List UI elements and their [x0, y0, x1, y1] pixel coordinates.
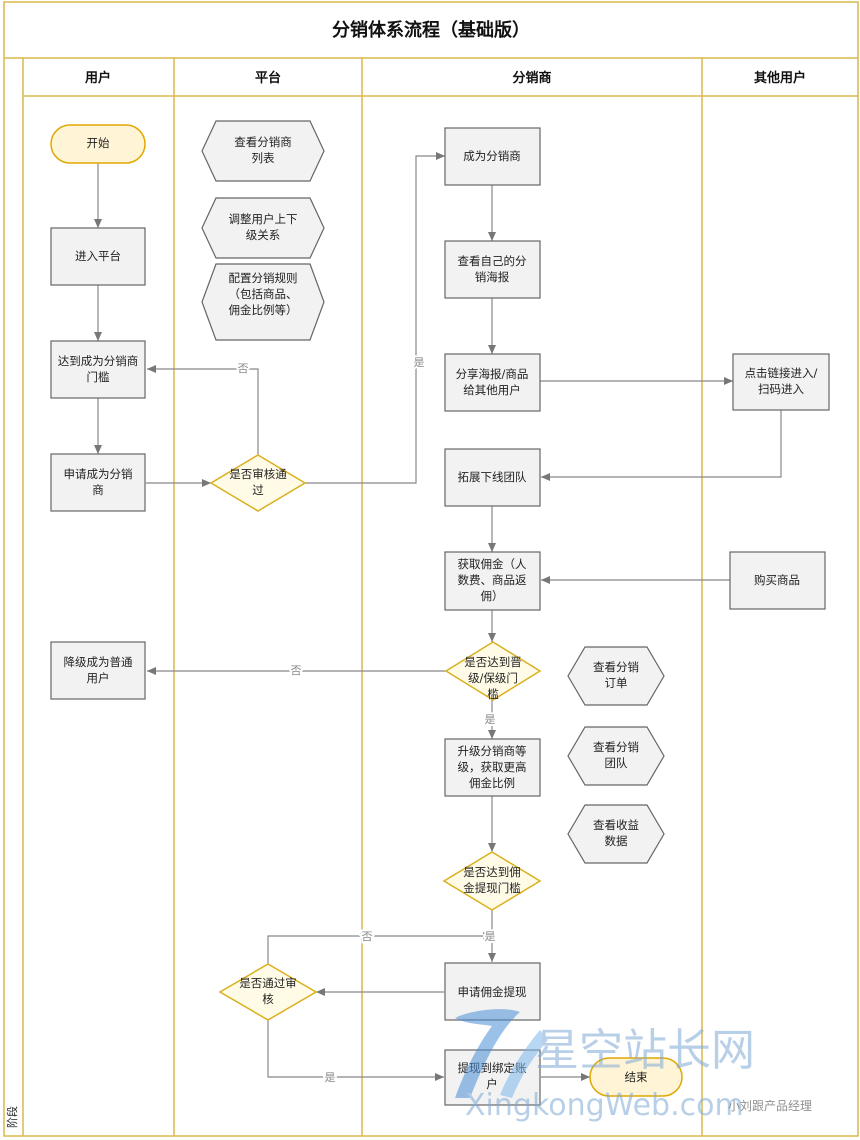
node-apply — [50, 453, 146, 512]
node-review — [209, 454, 307, 512]
node-promotion-check-label: 是否达到晋级/保级门槛 — [464, 655, 522, 701]
watermark-logo-icon — [455, 1009, 548, 1098]
node-withdraw-review-label: 是否通过审核 — [239, 976, 297, 1006]
node-view-orders — [567, 646, 665, 706]
node-view-list-label: 查看分销商列表 — [234, 135, 292, 165]
node-get-commission — [444, 551, 541, 611]
edge-review-no — [147, 365, 259, 455]
lane-header-distributor: 分销商 — [512, 70, 551, 86]
node-review-label: 是否审核通过 — [229, 467, 287, 497]
node-config-rules — [201, 263, 325, 341]
watermark-cn: 星空站长网 — [535, 1025, 755, 1076]
node-withdraw-check-label: 是否达到佣金提现门槛 — [463, 865, 521, 895]
edge-withdrawreview-no — [267, 932, 492, 964]
node-apply-label: 申请成为分销商 — [64, 467, 133, 497]
node-withdraw-review — [218, 963, 318, 1021]
node-promotion-check — [444, 641, 542, 701]
node-click-link-label: 点击链接进入/扫码进入 — [745, 366, 818, 396]
edge-review-yes — [305, 152, 445, 484]
node-view-poster — [444, 240, 541, 299]
node-upgrade — [444, 738, 541, 797]
node-adjust-relation-label: 调整用户上下级关系 — [229, 212, 298, 242]
node-click-link — [732, 353, 830, 411]
node-view-team — [567, 726, 665, 786]
diagram-frame — [3, 1, 859, 1137]
node-view-income-label: 查看收益数据 — [593, 818, 639, 848]
node-buy — [729, 551, 826, 610]
node-expand-team — [444, 448, 541, 507]
node-withdraw-check — [442, 851, 542, 911]
node-start-label: 开始 — [87, 136, 110, 150]
node-reach-threshold — [50, 340, 146, 399]
node-become — [444, 127, 541, 186]
edge-label-review-yes: 是 — [414, 356, 425, 369]
edge-label-promotion-yes: 是 — [485, 713, 496, 726]
node-enter-platform-label: 进入平台 — [75, 249, 121, 263]
node-expand-team-label: 拓展下线团队 — [458, 470, 527, 484]
edge-withdrawreview-yes — [267, 1020, 444, 1081]
node-end-label: 结束 — [625, 1070, 648, 1084]
edge-click-expand — [541, 410, 782, 481]
node-apply-withdraw-label: 申请佣金提现 — [458, 985, 527, 999]
node-downgrade — [50, 641, 146, 700]
node-config-rules-label: 配置分销规则（包括商品、佣金比例等） — [229, 271, 298, 317]
node-end — [589, 1057, 683, 1097]
lane-header-user: 用户 — [84, 70, 111, 86]
node-view-team-label: 查看分销团队 — [593, 740, 639, 770]
node-share — [444, 353, 541, 412]
watermark-en: XingkongWeb.com — [465, 1088, 744, 1123]
node-reach-threshold-label: 达到成为分销商门槛 — [58, 354, 139, 384]
node-get-commission-label: 获取佣金（人数费、商品返佣） — [458, 557, 527, 603]
node-become-label: 成为分销商 — [463, 149, 521, 163]
edge-label-withdraw-no: 否 — [362, 930, 373, 943]
watermark-small: 小刘跟产品经理 — [728, 1099, 812, 1113]
node-enter-platform — [50, 227, 146, 286]
diagram-title: 分销体系流程（基础版） — [332, 19, 530, 41]
node-adjust-relation — [201, 197, 325, 259]
node-view-list — [201, 120, 325, 182]
node-share-label: 分享海报/商品给其他用户 — [456, 367, 529, 397]
edge-label-withdraw-yes: 是 — [485, 930, 496, 943]
node-downgrade-label: 降级成为普通用户 — [64, 655, 133, 685]
lane-header-other-users: 其他用户 — [754, 70, 806, 86]
edge-label-withdrawreview-yes: 是 — [325, 1071, 336, 1084]
node-view-income — [567, 804, 665, 864]
edge-label-promotion-no: 否 — [291, 664, 302, 677]
node-start — [50, 124, 146, 164]
node-upgrade-label: 升级分销商等级，获取更高佣金比例 — [458, 744, 527, 790]
watermark: 星空站长网 XingkongWeb.com 小刘跟产品经理 — [455, 1009, 812, 1123]
stage-label: 阶段 — [5, 1106, 19, 1128]
node-view-orders-label: 查看分销订单 — [593, 660, 639, 690]
node-buy-label: 购买商品 — [754, 573, 800, 587]
node-view-poster-label: 查看自己的分销海报 — [458, 254, 527, 284]
lane-header-platform: 平台 — [255, 70, 281, 86]
edge-label-review-no: 否 — [238, 362, 249, 375]
